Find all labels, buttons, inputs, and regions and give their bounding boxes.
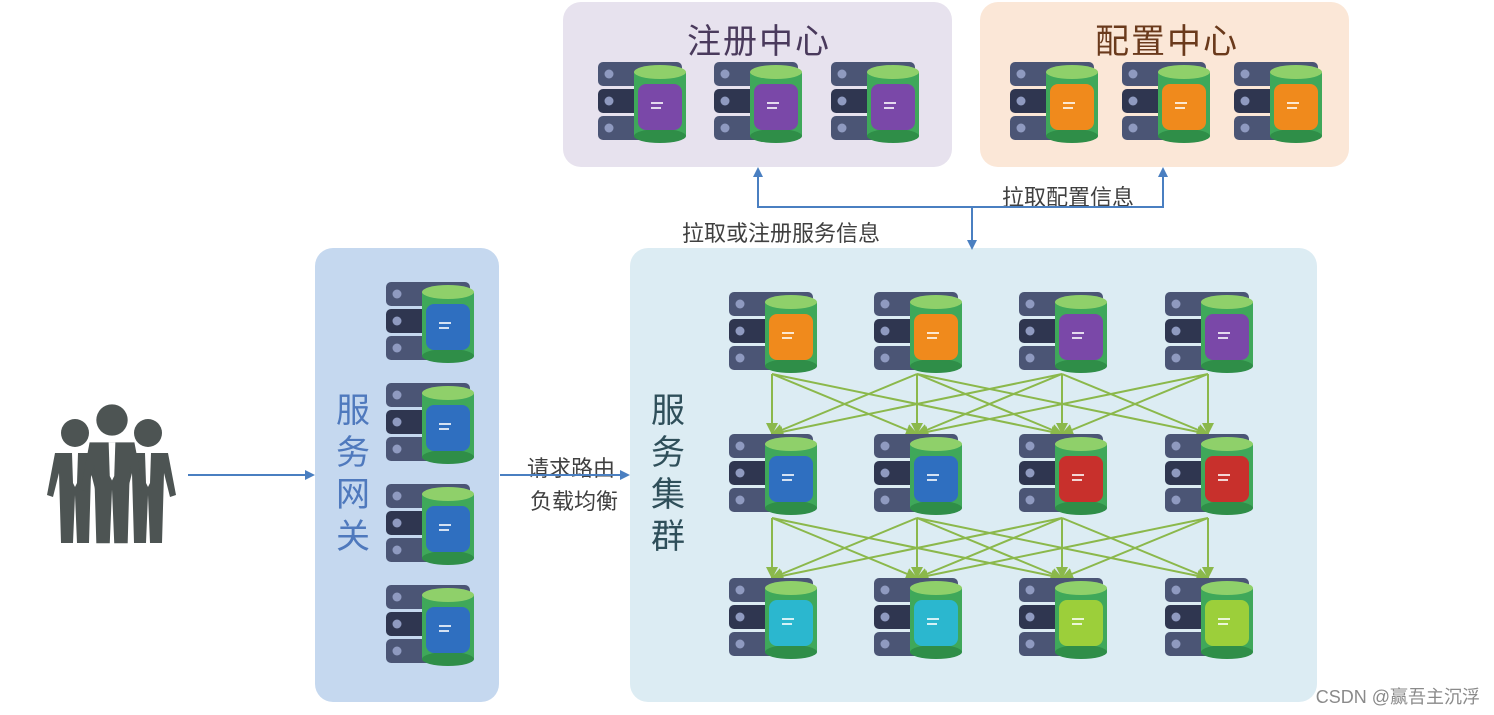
gateway-server-1 xyxy=(386,282,474,363)
route-label-line2: 负载均衡 xyxy=(530,490,619,515)
cluster-server-r1-4 xyxy=(1165,292,1253,373)
mesh-r2-r3-arrow-3-1 xyxy=(771,517,1063,582)
registry-server-2 xyxy=(714,62,802,143)
mesh-r1-r2-arrow-3-2 xyxy=(916,373,1063,436)
mesh-r1-r2-arrow-4-3 xyxy=(1061,373,1209,436)
cluster-server-r3-4 xyxy=(1165,578,1253,659)
cluster-server-r2-3 xyxy=(1019,434,1107,515)
gateway-server-3 xyxy=(386,484,474,565)
cluster-server-r3-2 xyxy=(874,578,962,659)
person-center xyxy=(80,404,144,544)
cluster-server-r3-1 xyxy=(729,578,817,659)
config-title: 配置中心 xyxy=(1095,22,1239,62)
gateway-server-4 xyxy=(386,585,474,666)
gateway-title: 服务网关 xyxy=(336,391,370,557)
cluster-server-r3-3 xyxy=(1019,578,1107,659)
mesh-r2-r3-arrow-2-1 xyxy=(771,517,918,580)
registry-server-1 xyxy=(598,62,686,143)
to-registry-arrow xyxy=(753,167,972,208)
registry-title: 注册中心 xyxy=(687,22,831,62)
cluster-server-r2-1 xyxy=(729,434,817,515)
pull-register-label: 拉取或注册服务信息 xyxy=(682,222,881,247)
cluster-server-r2-2 xyxy=(874,434,962,515)
mesh-r2-r3-arrow-4-2 xyxy=(916,517,1209,582)
watermark: CSDN @赢吾主沉浮 xyxy=(1315,687,1480,707)
mesh-r2-r3-arrow-4-3 xyxy=(1061,517,1209,580)
mesh-r1-r2-arrow-4-2 xyxy=(916,373,1209,438)
config-server-3 xyxy=(1234,62,1322,143)
mesh-r1-r2-arrow-2-1 xyxy=(771,373,918,436)
mesh-r2-r3-arrow-3-2 xyxy=(916,517,1063,580)
route-label-line1: 请求路由 xyxy=(527,457,616,482)
registry-server-3 xyxy=(831,62,919,143)
cluster-server-r2-4 xyxy=(1165,434,1253,515)
config-server-1 xyxy=(1010,62,1098,143)
cluster-server-r1-1 xyxy=(729,292,817,373)
gateway-server-2 xyxy=(386,383,474,464)
to-config-arrow xyxy=(972,167,1168,208)
cluster-title: 服务集群 xyxy=(651,391,685,557)
config-server-2 xyxy=(1122,62,1210,143)
cluster-server-r1-2 xyxy=(874,292,962,373)
users-icon xyxy=(47,404,176,544)
mesh-r1-r2-arrow-3-1 xyxy=(771,373,1063,438)
cluster-server-r1-3 xyxy=(1019,292,1107,373)
